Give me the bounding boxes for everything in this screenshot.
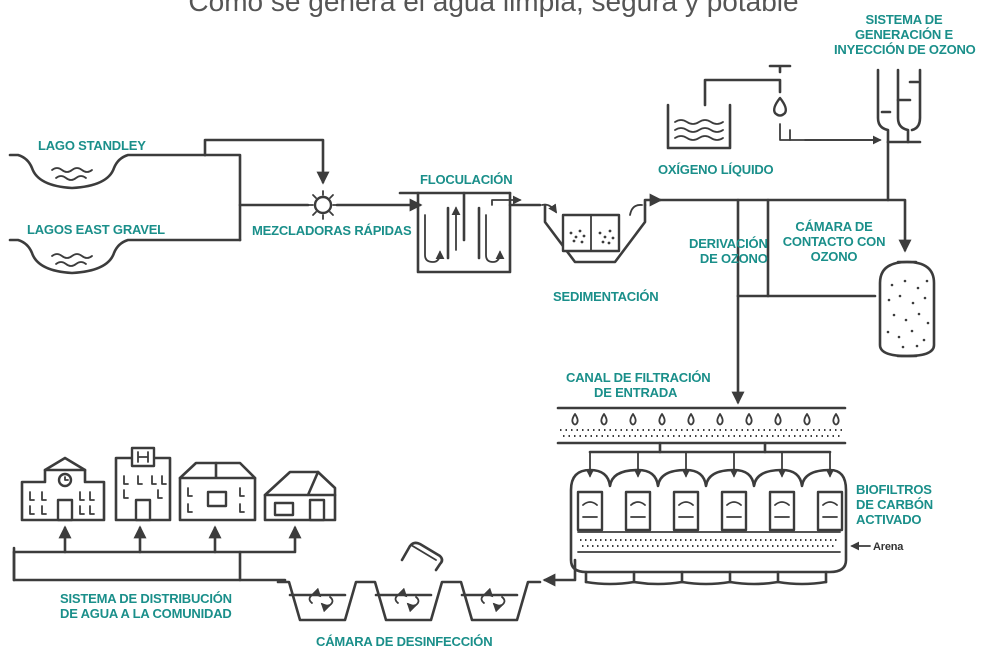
- mixer-icon: [308, 190, 423, 220]
- label-canal-line2: DE ENTRADA: [594, 385, 678, 400]
- liquid-oxygen-tank-icon: [666, 64, 881, 150]
- sedimentation-tank-icon: [508, 193, 663, 264]
- label-biofiltros-line1: BIOFILTROS: [856, 482, 932, 497]
- inflow-pipes: [203, 138, 330, 242]
- biofilter-icon: [569, 468, 871, 586]
- label-derivacion-line2: DE OZONO: [699, 251, 768, 266]
- hospital-building-icon: [114, 446, 172, 522]
- label-derivacion: DERIVACIÓN DE OZONO: [689, 236, 768, 266]
- label-biofiltros-line3: ACTIVADO: [856, 512, 922, 527]
- label-canal-line1: CANAL DE FILTRACIÓN: [566, 370, 711, 385]
- house-icon: [263, 470, 337, 522]
- label-biofiltros-line2: DE CARBÓN: [856, 497, 933, 512]
- label-desinfeccion: CÁMARA DE DESINFECCIÓN: [316, 634, 493, 649]
- label-distribucion-line1: SISTEMA DE DISTRIBUCIÓN: [60, 591, 232, 606]
- label-floculacion: FLOCULACIÓN: [420, 172, 513, 187]
- label-sistema-ozono: SISTEMA DE GENERACIÓN E INYECCIÓN DE OZO…: [834, 12, 976, 57]
- label-camara-contacto: CÁMARA DE CONTACTO CON OZONO: [778, 219, 890, 264]
- label-distribucion: SISTEMA DE DISTRIBUCIÓN DE AGUA A LA COM…: [60, 591, 232, 621]
- label-mezcladoras: MEZCLADORAS RÁPIDAS: [252, 223, 412, 238]
- label-sedimentacion: SEDIMENTACIÓN: [553, 289, 659, 304]
- lake-standley-icon: [8, 153, 207, 190]
- label-oxigeno: OXÍGENO LÍQUIDO: [658, 162, 774, 177]
- lake-east-gravel-icon: [8, 238, 242, 275]
- label-sistema-ozono-line2: GENERACIÓN E: [854, 27, 953, 42]
- ozone-main-pipe: [658, 198, 912, 298]
- ozone-generator-icon: [804, 68, 922, 202]
- page-title: Cómo se genera el agua limpia, segura y …: [188, 0, 799, 17]
- label-sistema-ozono-line1: SISTEMA DE: [865, 12, 943, 27]
- label-distribucion-line2: DE AGUA A LA COMUNIDAD: [60, 606, 232, 621]
- label-camara-contacto-line3: OZONO: [810, 249, 858, 264]
- label-camara-contacto-line1: CÁMARA DE: [795, 219, 873, 234]
- filter-channel-icon: [556, 406, 847, 478]
- outflow-pipe: [542, 558, 577, 587]
- label-arena: Arena: [873, 541, 904, 553]
- label-camara-contacto-line2: CONTACTO CON: [782, 234, 886, 249]
- label-biofiltros: BIOFILTROS DE CARBÓN ACTIVADO: [856, 482, 933, 527]
- school-building-icon: [20, 456, 106, 522]
- label-lago-standley: LAGO STANDLEY: [38, 138, 146, 153]
- label-lagos-east-gravel: LAGOS EAST GRAVEL: [27, 222, 165, 237]
- apartment-building-icon: [178, 461, 257, 522]
- distribution-pipes: [12, 525, 302, 582]
- flocculation-tank-icon: [398, 191, 522, 274]
- label-derivacion-line1: DERIVACIÓN: [689, 236, 768, 251]
- label-canal: CANAL DE FILTRACIÓN DE ENTRADA: [566, 370, 711, 400]
- label-sistema-ozono-line3: INYECCIÓN DE OZONO: [834, 42, 976, 57]
- ozone-contact-chamber-icon: [878, 260, 936, 358]
